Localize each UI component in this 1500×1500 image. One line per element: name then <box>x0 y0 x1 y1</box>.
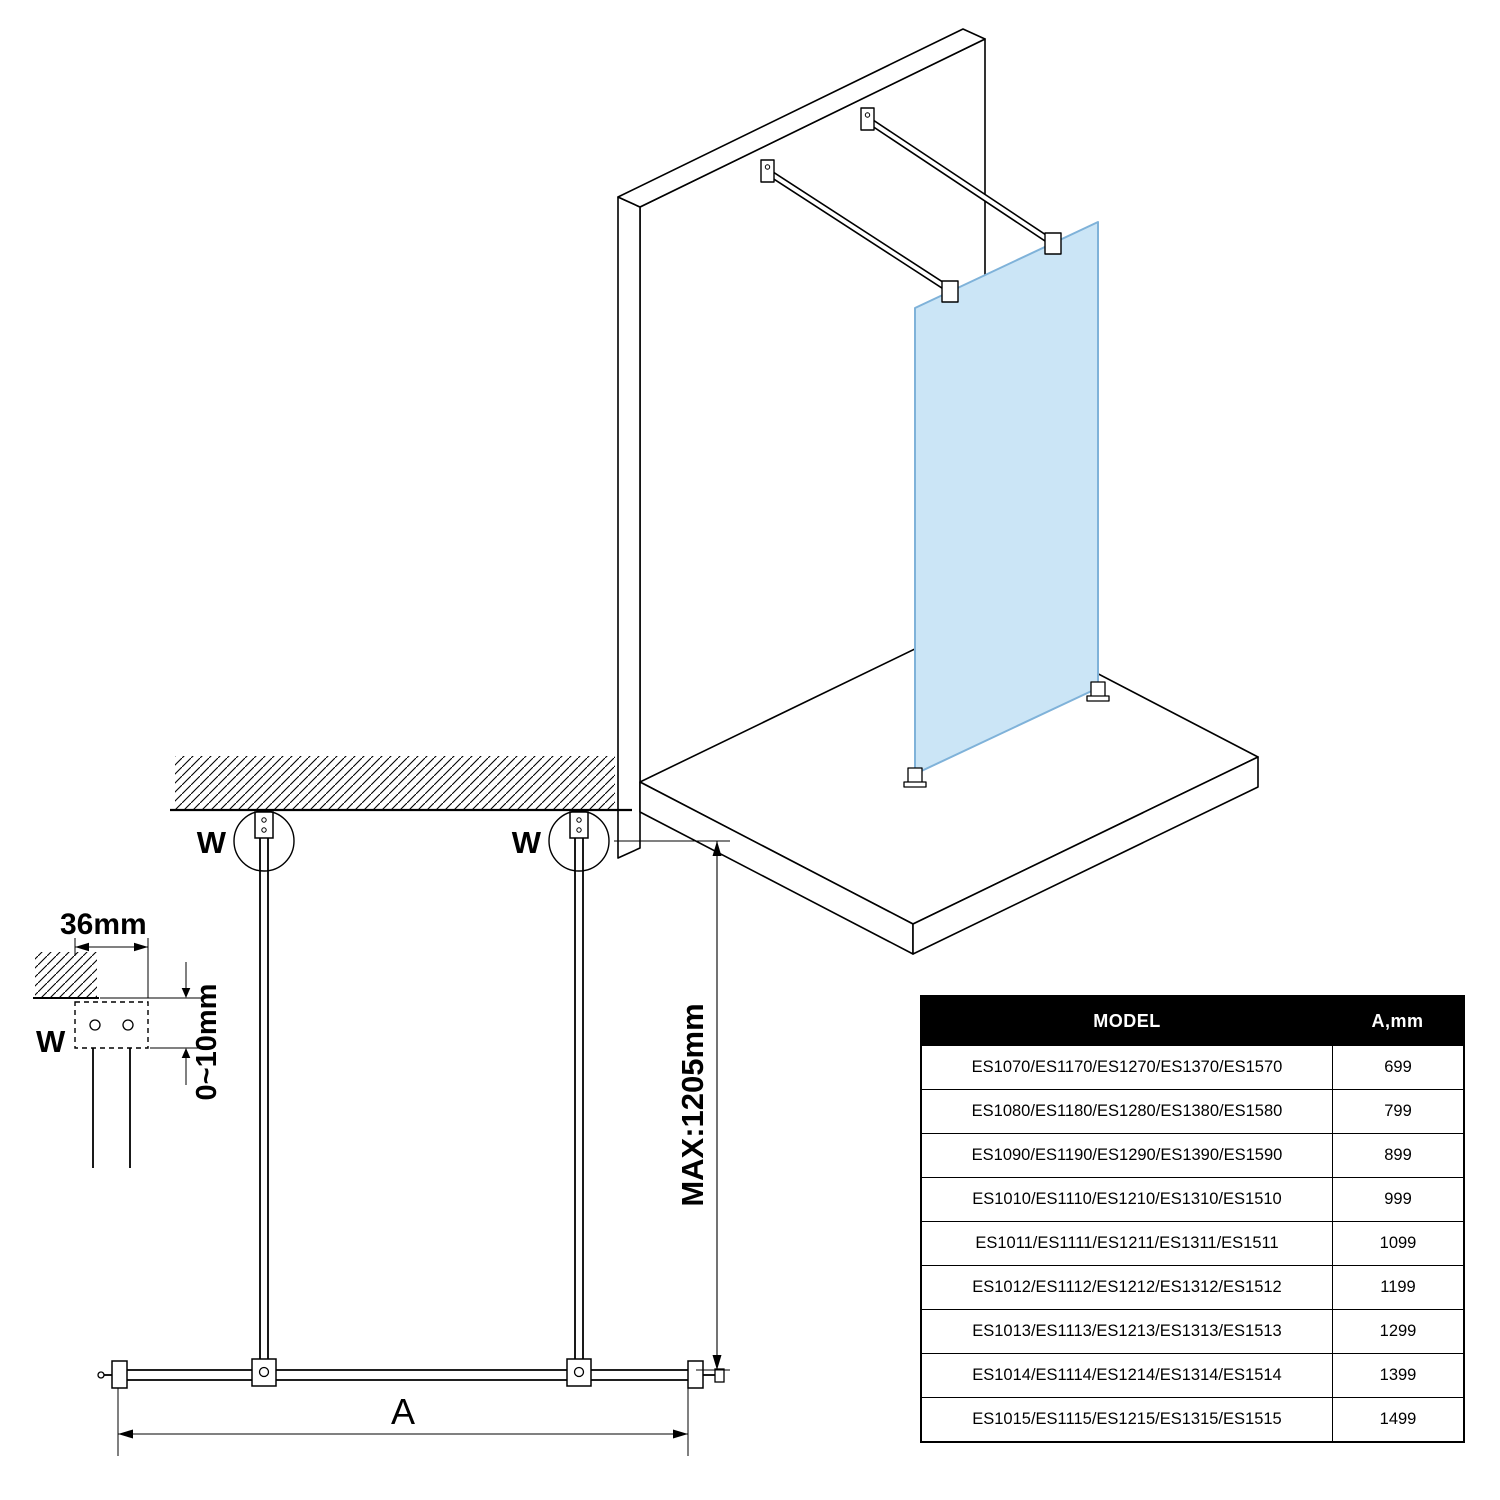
model-cell: ES1012/ES1112/ES1212/ES1312/ES1512 <box>922 1266 1333 1309</box>
wall-bracket-front <box>760 159 775 183</box>
detail-bracket-screw <box>122 1019 134 1031</box>
model-cell: ES1015/ES1115/ES1215/ES1315/ES1515 <box>922 1398 1333 1441</box>
w-label-right: W <box>512 825 542 860</box>
a-mm-cell: 1499 <box>1379 1410 1417 1428</box>
model-cell: ES1010/ES1110/ES1210/ES1310/ES1510 <box>922 1178 1333 1221</box>
a-mm-cell: 1099 <box>1379 1234 1417 1252</box>
bottom-clamp-left <box>251 1358 277 1387</box>
gap-0-10mm-label: 0~10mm <box>191 984 223 1101</box>
w-label-detail: W <box>36 1024 66 1059</box>
glass-foot-right-base <box>1086 695 1110 702</box>
bracket-screw <box>261 827 267 833</box>
a-mm-cell: 699 <box>1384 1058 1412 1076</box>
glass-clamp-front <box>941 280 959 303</box>
a-mm-cell: 899 <box>1384 1146 1412 1164</box>
table-row: ES1011/ES1111/ES1211/ES1311/ES1511 1099 <box>922 1221 1463 1265</box>
wall-bracket-back-screw <box>864 112 871 118</box>
ceiling-hatch <box>175 756 615 810</box>
arrowhead <box>75 942 89 952</box>
wall-bracket-back <box>860 107 875 131</box>
bottom-bar-pin-left <box>97 1371 105 1379</box>
table-row: ES1012/ES1112/ES1212/ES1312/ES1512 1199 <box>922 1265 1463 1309</box>
model-cell: ES1070/ES1170/ES1270/ES1370/ES1570 <box>922 1046 1333 1089</box>
ceiling-section <box>170 756 632 812</box>
dimension-max-height <box>614 840 730 1371</box>
floor-front-right-face <box>912 756 1259 955</box>
arrowhead <box>181 1048 191 1058</box>
a-mm-cell: 799 <box>1384 1102 1412 1120</box>
a-dimension-label: A <box>391 1391 415 1432</box>
bracket-screw <box>576 817 582 823</box>
table-row: ES1010/ES1110/ES1210/ES1310/ES1510 999 <box>922 1177 1463 1221</box>
spec-table: MODEL A,mm ES1070/ES1170/ES1270/ES1370/E… <box>920 995 1465 1443</box>
glass-foot-left-base <box>903 781 927 788</box>
arrowhead <box>673 1429 688 1439</box>
model-cell: ES1013/ES1113/ES1213/ES1313/ES1513 <box>922 1310 1333 1353</box>
model-cell: ES1014/ES1114/ES1214/ES1314/ES1514 <box>922 1354 1333 1397</box>
arrowhead <box>181 988 191 998</box>
model-cell: ES1080/ES1180/ES1280/ES1380/ES1580 <box>922 1090 1333 1133</box>
isometric-view <box>617 28 1259 955</box>
table-row: ES1015/ES1115/ES1215/ES1315/ES1515 1499 <box>922 1397 1463 1441</box>
glass-foot-right <box>1090 681 1106 698</box>
glass-panel <box>914 221 1099 775</box>
detail-callout-circle-left <box>233 810 295 872</box>
arrowhead <box>134 942 148 952</box>
detail-callout-circle-right <box>548 810 610 872</box>
table-row: ES1080/ES1180/ES1280/ES1380/ES1580 799 <box>922 1089 1463 1133</box>
support-bar-back <box>860 107 1062 255</box>
model-cell: ES1090/ES1190/ES1290/ES1390/ES1590 <box>922 1134 1333 1177</box>
ceiling-bracket-right <box>569 811 589 839</box>
spec-table-header: MODEL A,mm <box>922 997 1463 1045</box>
col-header-model: MODEL <box>1093 1010 1161 1031</box>
detail-bracket-screw <box>89 1019 101 1031</box>
bottom-bar-end-left <box>111 1360 128 1389</box>
bottom-bar <box>97 1358 725 1389</box>
a-mm-cell: 1199 <box>1380 1278 1416 1296</box>
a-mm-cell: 1399 <box>1379 1366 1417 1384</box>
bracket-screw <box>261 817 267 823</box>
bottom-clamp-right <box>566 1358 592 1387</box>
bottom-clamp-right-screw <box>573 1366 585 1378</box>
glass-foot-left <box>907 767 923 784</box>
table-row: ES1070/ES1170/ES1270/ES1370/ES1570 699 <box>922 1045 1463 1089</box>
arrowhead <box>712 841 722 856</box>
col-header-a-mm: A,mm <box>1371 1010 1424 1031</box>
detail-bracket-outline <box>74 1001 149 1049</box>
dimension-drawing: W W A MAX:1205mm 36mm <box>33 756 730 1456</box>
a-mm-cell: 1299 <box>1379 1322 1417 1340</box>
ceiling-bracket-left <box>254 811 274 839</box>
dimension-36mm <box>74 938 149 998</box>
wall <box>617 28 986 859</box>
wall-bracket-front-screw <box>764 164 771 170</box>
table-row: ES1013/ES1113/ES1213/ES1313/ES1513 1299 <box>922 1309 1463 1353</box>
bottom-clamp-left-screw <box>258 1366 270 1378</box>
dimension-a <box>117 1388 689 1456</box>
ceiling-brackets <box>254 811 589 839</box>
width-36mm-label: 36mm <box>60 908 147 941</box>
table-row: ES1090/ES1190/ES1290/ES1390/ES1590 899 <box>922 1133 1463 1177</box>
bottom-bar-end-right <box>687 1360 704 1389</box>
dimension-gap-0-10mm <box>100 962 202 1085</box>
bracket-screw <box>576 827 582 833</box>
bottom-bar-cap-right <box>714 1368 725 1383</box>
table-row: ES1014/ES1114/ES1214/ES1314/ES1514 1399 <box>922 1353 1463 1397</box>
arrowhead <box>118 1429 133 1439</box>
arrowhead <box>712 1355 722 1370</box>
a-mm-cell: 999 <box>1384 1190 1412 1208</box>
glass-clamp-back <box>1044 232 1062 255</box>
max-height-label: MAX:1205mm <box>675 1003 710 1206</box>
glass-feet <box>903 681 1110 788</box>
bracket-detail: 36mm W 0~10mm <box>33 908 223 1168</box>
wall-top-face <box>617 28 986 208</box>
w-label-left: W <box>197 825 227 860</box>
detail-ceiling-hatch <box>35 952 97 998</box>
model-cell: ES1011/ES1111/ES1211/ES1311/ES1511 <box>922 1222 1333 1265</box>
support-bars-front-view <box>259 810 584 1372</box>
support-bar-front <box>760 159 959 303</box>
